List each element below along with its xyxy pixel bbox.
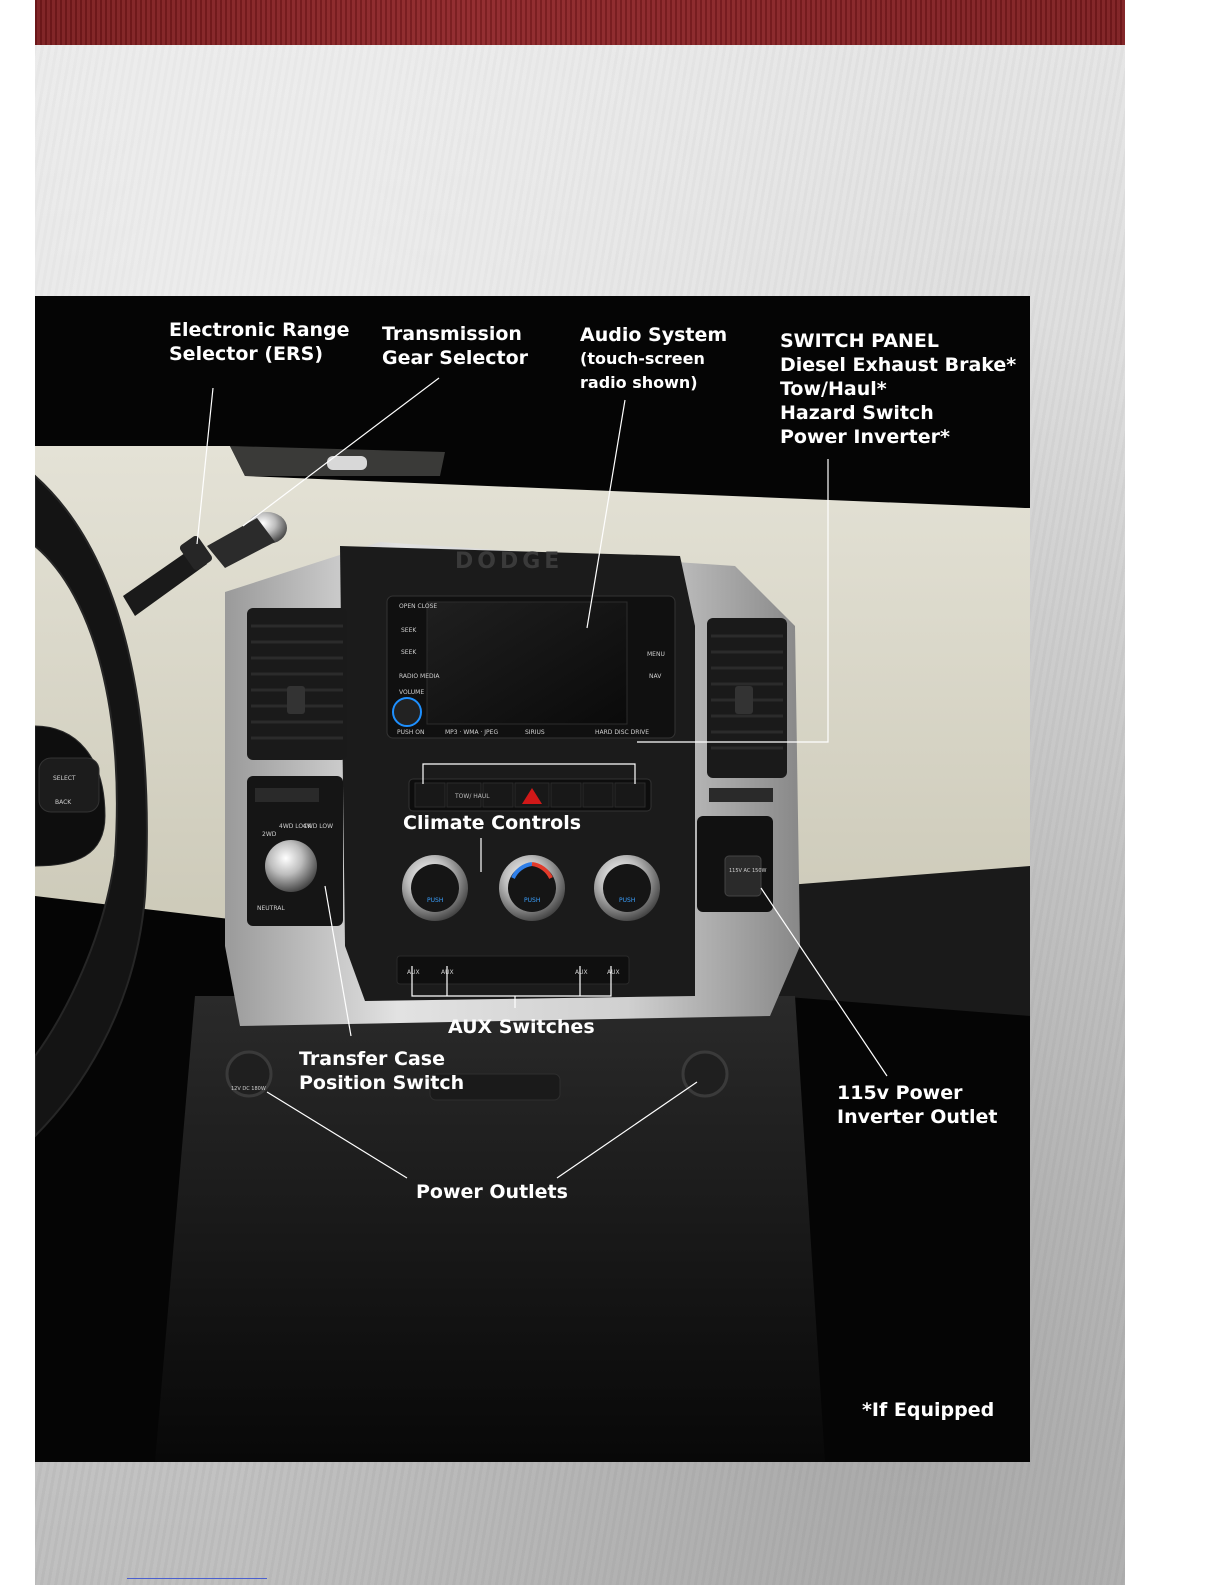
power-inverter-switch[interactable] <box>550 782 582 808</box>
callout-switch-panel-title: SWITCH PANEL <box>780 330 940 352</box>
callout-transfer-case: Transfer Case Position Switch <box>299 1047 464 1095</box>
climate-fan-knob-face <box>508 864 556 912</box>
radio-push-on: PUSH ON <box>397 729 424 736</box>
radio-btn-open-close[interactable]: OPEN CLOSE <box>399 603 437 610</box>
aux-switch-3[interactable]: AUX <box>575 969 588 976</box>
exhaust-brake-switch[interactable] <box>414 782 446 808</box>
callout-climate-text: Climate Controls <box>403 812 582 834</box>
steering-back-button[interactable]: BACK <box>55 799 72 806</box>
hazard-triangle-icon <box>522 788 542 804</box>
radio-touch-screen[interactable] <box>426 601 628 725</box>
callout-inverter-line1: 115v Power <box>837 1082 963 1104</box>
thumbwheel[interactable] <box>255 788 319 802</box>
warm-arc <box>531 862 553 879</box>
callout-switch-panel: SWITCH PANEL Diesel Exhaust Brake* Tow/H… <box>780 329 1016 449</box>
dashboard-illustration: DODGE OPEN CLOSE SEEK SEEK RADIO MEDIA V… <box>35 377 1030 1462</box>
callout-audio-sub1: (touch-screen <box>580 349 705 368</box>
climate-push-1: PUSH <box>427 897 443 904</box>
aux-switch-4[interactable]: AUX <box>607 969 620 976</box>
callout-ers: Electronic Range Selector (ERS) <box>169 318 350 366</box>
right-power-outlet[interactable] <box>681 1050 729 1098</box>
transfer-2wd: 2WD <box>262 831 277 838</box>
callout-switch-panel-item1: Diesel Exhaust Brake* <box>780 354 1017 376</box>
radio-hdd: HARD DISC DRIVE <box>595 729 649 736</box>
callout-transmission-line1: Transmission <box>382 323 522 345</box>
callout-aux-text: AUX Switches <box>448 1016 595 1038</box>
radio-sirius: SIRIUS <box>525 729 545 736</box>
blank-switch-2 <box>582 782 614 808</box>
transfer-4wd-lock: 4WD LOCK <box>279 823 312 830</box>
manual-page: DODGE OPEN CLOSE SEEK SEEK RADIO MEDIA V… <box>35 0 1125 1585</box>
aux-switch-bank <box>396 955 630 985</box>
callout-audio-sub2: radio shown) <box>580 373 698 392</box>
callout-inverter-outlet: 115v Power Inverter Outlet <box>837 1081 997 1129</box>
callout-transmission: Transmission Gear Selector <box>382 322 528 370</box>
sensor-badge <box>327 456 367 470</box>
callout-switch-panel-item3: Hazard Switch <box>780 402 934 424</box>
dashboard-photo: DODGE OPEN CLOSE SEEK SEEK RADIO MEDIA V… <box>35 296 1030 1462</box>
callout-transfer-line1: Transfer Case <box>299 1048 445 1070</box>
transfer-neutral[interactable]: NEUTRAL <box>257 905 285 912</box>
callout-aux: AUX Switches <box>448 1015 595 1039</box>
radio-formats: MP3 · WMA · JPEG <box>445 729 498 736</box>
climate-push-3: PUSH <box>619 897 635 904</box>
callout-power-outlets: Power Outlets <box>416 1180 568 1204</box>
gear-selector-collar <box>207 518 275 568</box>
glovebox-lower <box>775 866 1030 1016</box>
radio-btn-volume: VOLUME <box>399 689 424 696</box>
header-red-band <box>35 0 1125 45</box>
callout-climate: Climate Controls <box>403 811 581 835</box>
transfer-4wd-low: 4WD LOW <box>303 823 333 830</box>
footnote-if-equipped: *If Equipped <box>862 1398 994 1422</box>
climate-mode-knob-face <box>603 864 651 912</box>
blank-switch <box>482 782 514 808</box>
left-power-outlet[interactable] <box>225 1050 273 1098</box>
callout-transfer-line2: Position Switch <box>299 1072 465 1094</box>
radio-btn-seek-up[interactable]: SEEK <box>401 627 417 634</box>
steering-button-cluster <box>38 757 100 813</box>
inverter-outlet[interactable] <box>724 855 762 897</box>
climate-push-2: PUSH <box>524 897 540 904</box>
callout-audio-title: Audio System <box>580 324 728 346</box>
radio-btn-nav[interactable]: NAV <box>649 673 662 680</box>
tow-haul-switch[interactable] <box>446 782 482 808</box>
callout-audio: Audio System (touch-screen radio shown) <box>580 323 727 395</box>
radio-btn-menu[interactable]: MENU <box>647 651 665 658</box>
volume-knob[interactable] <box>392 697 422 727</box>
callout-transmission-line2: Gear Selector <box>382 347 529 369</box>
callout-power-outlets-text: Power Outlets <box>416 1181 568 1203</box>
climate-temp-knob-face <box>411 864 459 912</box>
left-vent-tab[interactable] <box>287 686 305 714</box>
cool-arc <box>511 862 533 879</box>
left-outlet-label: 12V DC 180W <box>231 1086 266 1092</box>
steering-select-button[interactable]: SELECT <box>53 775 76 782</box>
footer-link-underline[interactable] <box>127 1578 267 1579</box>
inverter-outlet-label: 115V AC 150W <box>729 868 767 874</box>
callout-switch-panel-item2: Tow/Haul* <box>780 378 887 400</box>
callout-ers-line2: Selector (ERS) <box>169 343 324 365</box>
callout-inverter-line2: Inverter Outlet <box>837 1106 998 1128</box>
right-vent-tab[interactable] <box>735 686 753 714</box>
gear-selector-stalk[interactable] <box>123 546 207 616</box>
lower-console <box>155 996 825 1462</box>
aux-switch-1[interactable]: AUX <box>407 969 420 976</box>
dodge-emblem: DODGE <box>455 549 563 574</box>
ers-toggle[interactable] <box>178 534 213 571</box>
callout-leaders <box>196 377 888 1179</box>
right-thumbwheel[interactable] <box>709 788 773 802</box>
tow-haul-label: TOW/ HAUL <box>454 793 490 800</box>
storage-bin-handle[interactable] <box>429 1073 561 1101</box>
radio-btn-seek-down[interactable]: SEEK <box>401 649 417 656</box>
callout-switch-panel-item4: Power Inverter* <box>780 426 950 448</box>
blank-switch-3 <box>614 782 646 808</box>
radio-btn-radio-media[interactable]: RADIO MEDIA <box>399 673 440 680</box>
transfer-case-knob[interactable] <box>265 840 317 892</box>
steering-wheel-rim[interactable] <box>35 474 148 1138</box>
footnote-text: *If Equipped <box>862 1399 995 1421</box>
callout-ers-line1: Electronic Range <box>169 319 350 341</box>
